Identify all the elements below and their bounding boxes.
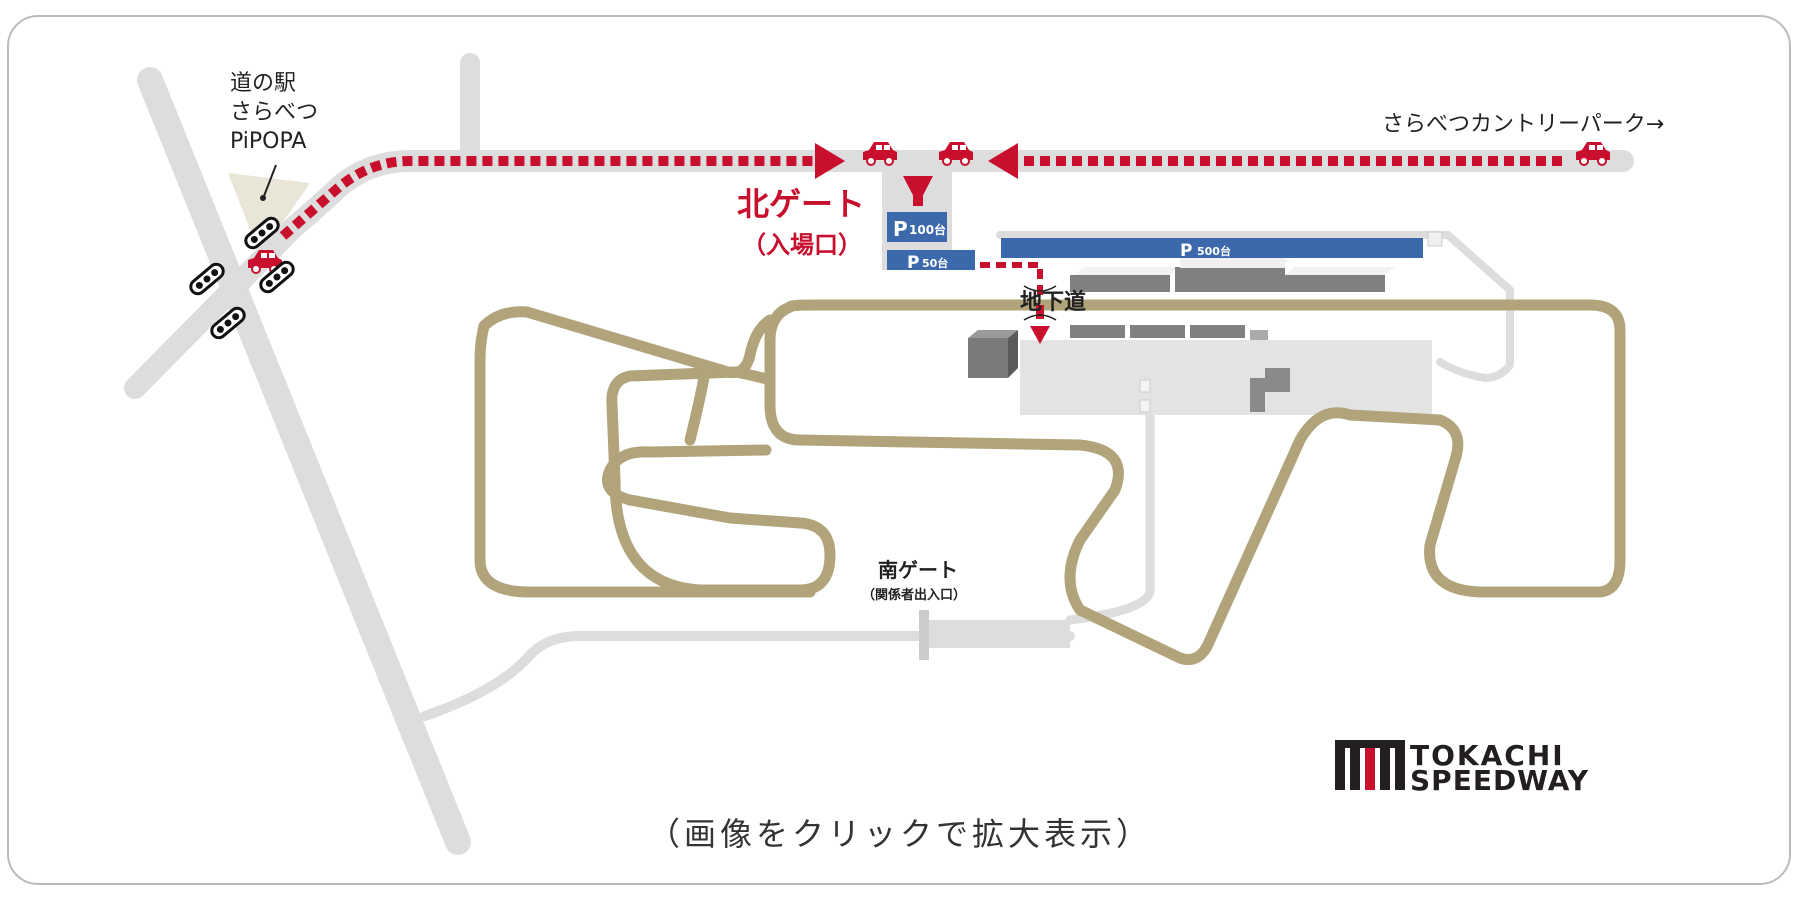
arrow-underpass-stem [1036,305,1044,319]
parking-500-count: 500台 [1197,244,1231,258]
main-diagonal-road [137,67,471,855]
roadside-station-label-2: さらべつ [230,100,318,125]
paddock-road [996,231,1514,382]
parking-100: P 100台 [887,212,947,242]
parking-50-mark: P [907,253,919,273]
logo-line-2: SPEEDWAY [1410,764,1589,797]
roadside-station-plaza [228,173,310,255]
south-gate-subtitle: （関係者出入口） [862,587,966,603]
underpass-tunnel-mark [1023,314,1057,321]
arrow-underpass [1030,326,1050,344]
arrow-east [815,143,845,179]
tokachi-speedway-logo: TOKACHI SPEEDWAY [1335,739,1589,797]
parking-500: P 500台 [1001,238,1423,261]
south-gate-title: 南ゲート [878,558,958,582]
parking-100-count: 100台 [909,222,946,237]
south-access-road [420,631,1075,721]
north-gate-title: 北ゲート [737,185,865,223]
route-underpass [980,262,1043,298]
south-gate-plaza [925,620,1070,648]
arrow-west [988,143,1018,179]
station-pointer-line [263,164,277,197]
race-track-infield [474,306,816,598]
parking-50: P 50台 [887,250,975,273]
route-west [279,156,815,240]
country-park-label: さらべつカントリーパーク→ [1382,112,1664,137]
underpass-tunnel-mark [1023,285,1057,292]
roadside-station-label-1: 道の駅 [230,71,296,96]
parking-50-count: 50台 [922,256,948,270]
underpass-label: 地下道 [1020,289,1086,315]
parking-100-mark: P [893,217,908,241]
logo-line-1: TOKACHI [1410,739,1565,772]
parking-500-mark: P [1180,241,1192,261]
roadside-station-label-3: PiPOPA [230,129,306,154]
arrow-north-gate [903,176,933,205]
north-gate-subtitle: （入場口） [742,231,862,259]
station-pointer-dot [260,195,266,201]
route-arrows [815,143,1050,344]
enlarge-caption[interactable]: （画像をクリックで拡大表示） [648,815,1152,853]
south-gate-bar [919,610,929,660]
